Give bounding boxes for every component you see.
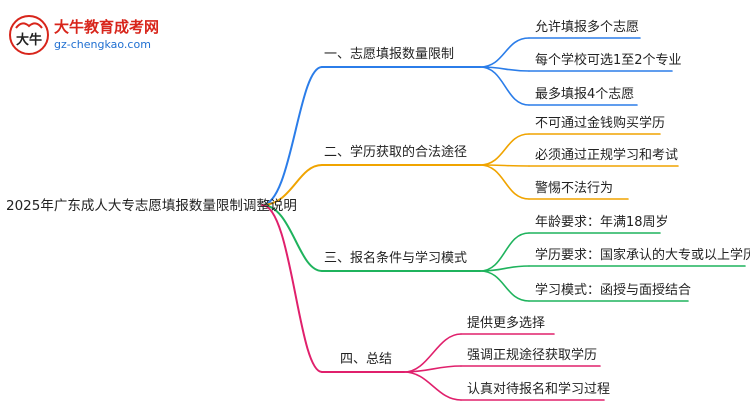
branch-4-leaf-2-connector: [403, 365, 462, 373]
branch-1-connector: [261, 66, 323, 206]
branch-4-leaf-1: 提供更多选择: [467, 316, 546, 331]
branch-2-leaf-1-connector: [479, 133, 530, 166]
branch-2-leaf-3-connector: [479, 164, 530, 200]
branch-4-leaf-2: 强调正规途径获取学历: [467, 348, 598, 363]
bull-logo-icon: 大牛: [9, 15, 49, 55]
branch-3-leaf-1-connector: [479, 232, 530, 272]
branch-1-leaf-1-connector: [479, 37, 530, 68]
branch-4-label: 四、总结: [340, 352, 393, 367]
branch-3-leaf-2: 学历要求：国家承认的大专或以上学历: [535, 248, 750, 263]
branch-3-leaf-2-connector: [479, 265, 530, 272]
branch-2-label: 二、学历获取的合法途径: [324, 145, 468, 160]
root-topic: 2025年广东成人大专志愿填报数量限制调整说明: [6, 198, 297, 214]
branch-3-label: 三、报名条件与学习模式: [324, 251, 468, 266]
branch-1-leaf-1: 允许填报多个志愿: [535, 20, 640, 35]
branch-3-leaf-3: 学习模式：函授与面授结合: [535, 283, 692, 298]
branch-4-connector: [261, 204, 323, 373]
logo-title: 大牛教育成考网: [54, 18, 160, 36]
branch-2-leaf-2: 必须通过正规学习和考试: [535, 148, 679, 163]
branch-3-leaf-3-connector: [479, 270, 530, 302]
branch-2-leaf-1: 不可通过金钱购买学历: [535, 116, 666, 131]
branch-4-leaf-3-connector: [403, 371, 462, 401]
branch-2-leaf-3: 警惕不法行为: [535, 181, 614, 196]
branch-3-leaf-1: 年龄要求：年满18周岁: [535, 215, 669, 230]
branch-1-label: 一、志愿填报数量限制: [324, 47, 455, 62]
branch-1-leaf-3-connector: [479, 66, 530, 106]
branch-4-leaf-1-connector: [403, 333, 462, 373]
branch-2-connector: [261, 164, 323, 206]
site-logo[interactable]: 大牛 大牛教育成考网 gz-chengkao.com: [8, 14, 160, 58]
branch-1-leaf-2: 每个学校可选1至2个专业: [535, 53, 682, 68]
branch-3-connector: [261, 204, 323, 272]
logo-url: gz-chengkao.com: [54, 38, 151, 51]
branch-4-leaf-3: 认真对待报名和学习过程: [467, 382, 611, 397]
branch-1-leaf-3: 最多填报4个志愿: [535, 87, 635, 102]
logo-mark-text: 大牛: [16, 32, 42, 48]
